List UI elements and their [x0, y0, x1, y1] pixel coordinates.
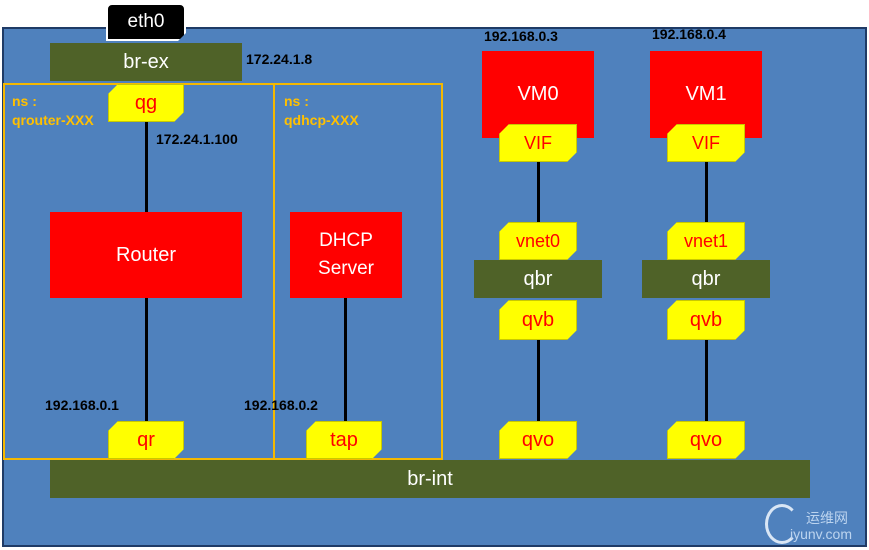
br-ex-bridge[interactable]: br-ex [50, 43, 242, 81]
router-ns-prefix: ns : [12, 93, 37, 109]
router-int-wire [145, 298, 148, 422]
router-ns-name: qrouter-XXX [12, 112, 94, 128]
vm0-qvo-label: qvo [521, 428, 555, 451]
vm1-label: VM1 [685, 83, 727, 105]
vm1-qvo-port[interactable]: qvo [667, 421, 745, 459]
vm0-qvb-wire [537, 340, 540, 422]
dhcp-ns-name: qdhcp-XXX [284, 112, 359, 128]
router-label: Router [115, 243, 177, 266]
vm1-vif-port[interactable]: VIF [667, 124, 745, 162]
br-ex-ip: 172.24.1.8 [246, 51, 313, 67]
vm0-vif-label: VIF [523, 132, 552, 153]
vm1-qvb-wire [705, 340, 708, 422]
vm1-qbr-label: qbr [691, 267, 721, 290]
dhcp-server-node[interactable]: DHCP Server [290, 212, 402, 298]
qg-port[interactable]: qg [108, 84, 184, 122]
vm1-vnet-port[interactable]: vnet1 [667, 222, 745, 260]
br-int-label: br-int [407, 467, 453, 490]
vm1-ip: 192.168.0.4 [652, 26, 726, 42]
dhcp-label-line2: Server [318, 258, 374, 279]
vm0-ip: 192.168.0.3 [484, 28, 558, 44]
dhcp-wire [344, 298, 347, 422]
eth0-label: eth0 [127, 11, 165, 32]
tap-port[interactable]: tap [306, 421, 382, 459]
vm0-vnet-port[interactable]: vnet0 [499, 222, 577, 260]
qr-port[interactable]: qr [108, 421, 184, 459]
br-int-bridge[interactable]: br-int [50, 460, 810, 498]
dhcp-ns-prefix: ns : [284, 93, 309, 109]
vm1-qbr-bridge[interactable]: qbr [642, 260, 770, 298]
router-ext-ip: 172.24.1.100 [156, 131, 238, 147]
vm1-qvb-port[interactable]: qvb [667, 300, 745, 340]
vm1-qvo-label: qvo [689, 428, 723, 451]
vm0-qvb-label: qvb [521, 308, 555, 331]
vm0-qvo-port[interactable]: qvo [499, 421, 577, 459]
vm0-label: VM0 [517, 83, 559, 105]
vm0-node[interactable]: VM0 [482, 51, 594, 138]
vm1-vif-wire [705, 162, 708, 222]
vm0-vif-wire [537, 162, 540, 222]
vm0-qbr-bridge[interactable]: qbr [474, 260, 602, 298]
eth0-interface[interactable]: eth0 [106, 3, 186, 41]
vm0-qvb-port[interactable]: qvb [499, 300, 577, 340]
dhcp-label-line1: DHCP [319, 230, 373, 251]
qg-label: qg [134, 91, 158, 114]
vm1-vnet-label: vnet1 [683, 230, 729, 251]
qr-label: qr [137, 428, 155, 451]
dhcp-ip: 192.168.0.2 [244, 397, 318, 413]
vm0-vnet-label: vnet0 [515, 230, 561, 251]
router-int-ip: 192.168.0.1 [45, 397, 119, 413]
vm1-vif-label: VIF [691, 132, 720, 153]
vm1-qvb-label: qvb [689, 308, 723, 331]
dhcp-ns-label: ns : qdhcp-XXX [284, 92, 359, 130]
vm1-node[interactable]: VM1 [650, 51, 762, 138]
watermark-logo-icon [765, 504, 799, 544]
dhcp-namespace [273, 83, 443, 460]
router-node[interactable]: Router [50, 212, 242, 298]
tap-label: tap [330, 428, 358, 451]
vm0-qbr-label: qbr [523, 267, 553, 290]
vm0-vif-port[interactable]: VIF [499, 124, 577, 162]
br-ex-label: br-ex [123, 50, 169, 73]
watermark-line1: 运维网 [806, 510, 848, 526]
router-ext-wire [145, 122, 148, 212]
router-ns-label: ns : qrouter-XXX [12, 92, 94, 130]
watermark-line2: iyunv.com [790, 526, 852, 542]
